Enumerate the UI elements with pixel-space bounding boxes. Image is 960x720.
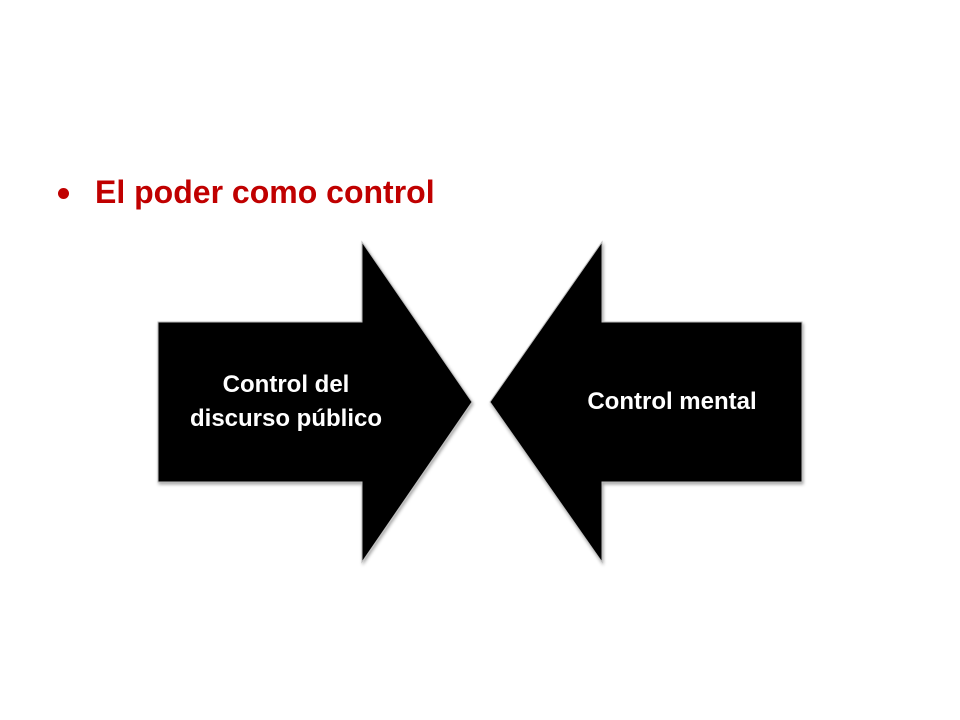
slide-heading: El poder como control <box>95 174 435 210</box>
arrow-label-mental: Control mental <box>587 388 757 415</box>
bullet-item: El poder como control <box>58 176 435 208</box>
arrow-label-discurso: Control del discurso público <box>189 371 383 432</box>
left-pointing-arrow <box>489 240 803 564</box>
right-pointing-arrow <box>157 240 473 564</box>
bullet-icon <box>58 187 69 199</box>
